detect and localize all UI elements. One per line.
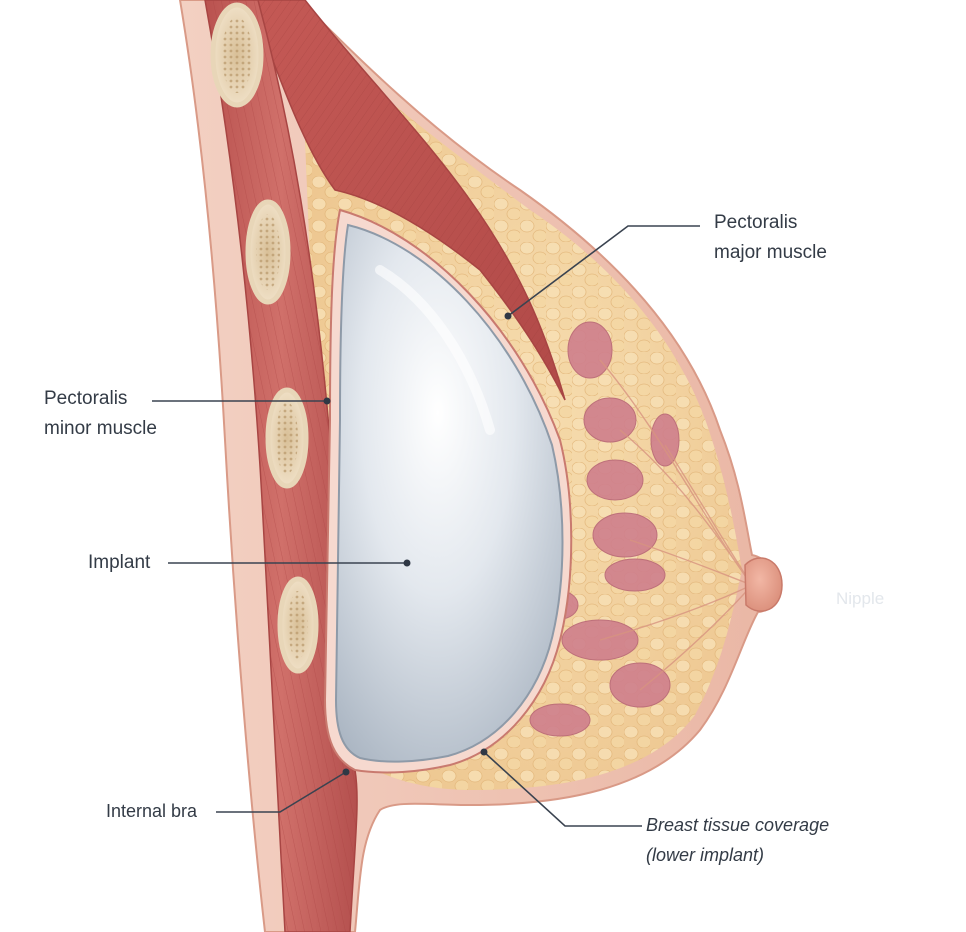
label-pectoralis-major-line2: major muscle [714, 242, 827, 263]
label-nipple-text: Nipple [836, 589, 885, 608]
label-implant: Implant [88, 548, 150, 578]
leader-pectoralis-major [507, 225, 700, 317]
label-pectoralis-minor-line1: Pectoralis [44, 388, 128, 409]
label-nipple: Nipple [836, 588, 884, 610]
leader-lines [152, 225, 700, 827]
label-pectoralis-major-line1: Pectoralis [714, 212, 798, 233]
label-internal-bra-text: Internal bra [106, 801, 198, 821]
leader-breast-tissue [483, 751, 642, 827]
label-pectoralis-minor-line2: minor muscle [44, 418, 157, 439]
nipple-shape [744, 557, 783, 612]
label-breast-tissue-line1: Breast tissue coverage [646, 815, 830, 835]
leader-dots [323, 312, 512, 776]
label-implant-text: Implant [88, 552, 151, 573]
label-internal-bra: Internal bra [106, 796, 197, 826]
ribs [210, 2, 319, 674]
label-breast-tissue-line2: (lower implant) [646, 845, 765, 865]
leader-internal-bra [216, 771, 347, 813]
silicone-implant [334, 223, 564, 763]
label-breast-tissue: Breast tissue coverage (lower implant) [646, 810, 829, 870]
label-pectoralis-major: Pectoralis major muscle [714, 208, 827, 268]
label-pectoralis-minor: Pectoralis minor muscle [44, 384, 157, 444]
